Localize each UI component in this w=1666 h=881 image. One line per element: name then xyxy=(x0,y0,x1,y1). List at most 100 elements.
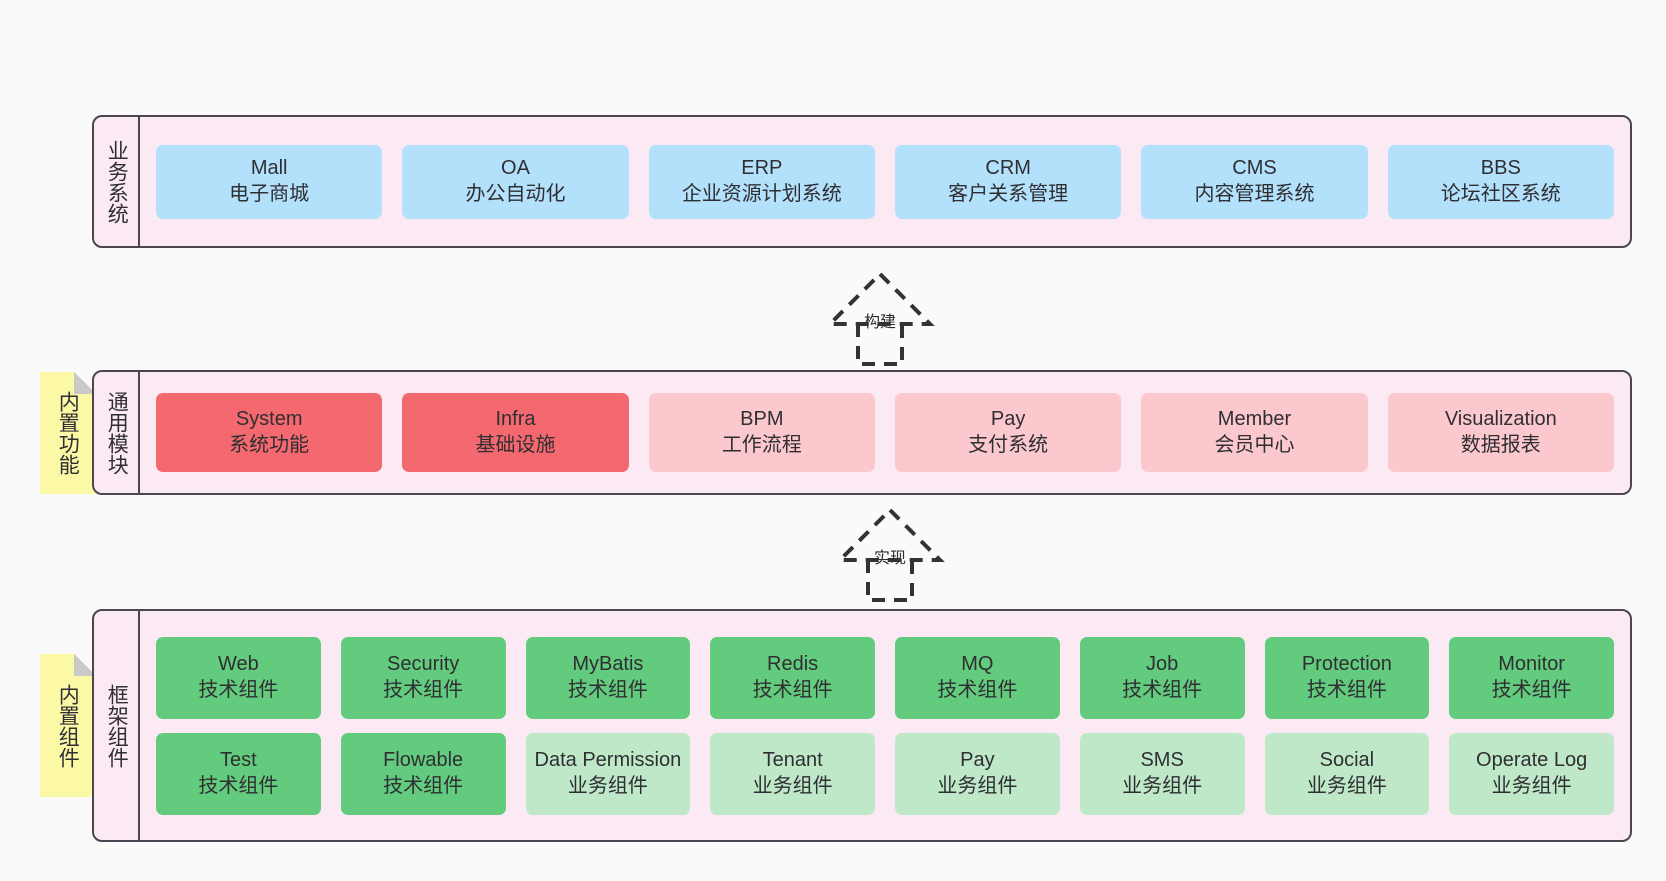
node-subtitle: 工作流程 xyxy=(721,433,802,456)
node-title: Member xyxy=(1217,408,1292,431)
node-sms[interactable]: SMS 业务组件 xyxy=(1079,732,1245,815)
node-mybatis[interactable]: MyBatis 技术组件 xyxy=(525,636,691,719)
node-title: MyBatis xyxy=(572,653,644,676)
node-mq[interactable]: MQ 技术组件 xyxy=(895,636,1060,719)
node-title: BBS xyxy=(1480,157,1521,180)
node-title: Mall xyxy=(250,157,288,180)
node-erp[interactable]: ERP 企业资源计划系统 xyxy=(648,144,875,219)
sticky-note-builtin-component: 内置组件 xyxy=(40,654,96,797)
sticky-note-label: 内置组件 xyxy=(56,683,80,768)
layer-title-framework: 框架组件 xyxy=(94,611,140,840)
node-system[interactable]: System 系统功能 xyxy=(156,393,383,472)
node-subtitle: 数据报表 xyxy=(1460,433,1541,456)
node-title: ERP xyxy=(741,157,783,180)
node-subtitle: 基础设施 xyxy=(475,433,556,456)
node-subtitle: 支付系统 xyxy=(968,433,1049,456)
node-subtitle: 技术组件 xyxy=(198,774,279,797)
node-title: Visualization xyxy=(1444,408,1557,431)
node-test[interactable]: Test 技术组件 xyxy=(156,732,321,815)
node-flowable[interactable]: Flowable 技术组件 xyxy=(340,732,506,815)
node-title: Security xyxy=(387,653,460,676)
node-security[interactable]: Security 技术组件 xyxy=(340,636,506,719)
connector-build-arrow: 构建 xyxy=(790,268,970,368)
node-subtitle: 电子商城 xyxy=(229,182,310,205)
node-title: Web xyxy=(217,653,259,676)
connector-build-label: 构建 xyxy=(863,314,896,331)
node-web[interactable]: Web 技术组件 xyxy=(156,636,321,719)
node-subtitle: 技术组件 xyxy=(383,678,464,701)
node-title: Job xyxy=(1146,653,1179,676)
node-title: Test xyxy=(220,749,257,772)
node-title: MQ xyxy=(961,653,994,676)
node-subtitle: 内容管理系统 xyxy=(1194,182,1315,205)
node-member[interactable]: Member 会员中心 xyxy=(1141,393,1368,472)
node-title: Tenant xyxy=(762,749,823,772)
connector-implement-label: 实现 xyxy=(873,550,906,567)
node-title: Social xyxy=(1319,749,1375,772)
node-title: Protection xyxy=(1301,653,1392,676)
node-subtitle: 业务组件 xyxy=(1491,774,1572,797)
node-title: CMS xyxy=(1232,157,1277,180)
layer-row: System 系统功能 Infra 基础设施 BPM 工作流程 Pay 支付系统… xyxy=(156,393,1614,472)
layer-framework-component: 框架组件 Web 技术组件 Security 技术组件 MyBatis 技术组件… xyxy=(92,609,1632,842)
node-title: System xyxy=(235,408,303,431)
node-bpm[interactable]: BPM 工作流程 xyxy=(648,393,875,472)
node-subtitle: 技术组件 xyxy=(752,678,833,701)
node-social[interactable]: Social 业务组件 xyxy=(1264,732,1430,815)
node-subtitle: 业务组件 xyxy=(937,774,1018,797)
node-cms[interactable]: CMS 内容管理系统 xyxy=(1141,144,1368,219)
node-job[interactable]: Job 技术组件 xyxy=(1079,636,1245,719)
node-title: Monitor xyxy=(1498,653,1565,676)
node-mall[interactable]: Mall 电子商城 xyxy=(156,144,383,219)
node-title: Data Permission xyxy=(534,749,682,772)
layer-body-common: System 系统功能 Infra 基础设施 BPM 工作流程 Pay 支付系统… xyxy=(140,372,1630,493)
node-pay-component[interactable]: Pay 业务组件 xyxy=(895,732,1060,815)
node-subtitle: 企业资源计划系统 xyxy=(681,182,842,205)
node-subtitle: 技术组件 xyxy=(1306,678,1387,701)
node-infra[interactable]: Infra 基础设施 xyxy=(402,393,629,472)
node-pay[interactable]: Pay 支付系统 xyxy=(894,393,1122,472)
node-subtitle: 论坛社区系统 xyxy=(1440,182,1561,205)
sticky-note-builtin-function: 内置功能 xyxy=(40,372,96,494)
node-data-permission[interactable]: Data Permission 业务组件 xyxy=(525,732,691,815)
layer-business-system: 业务系统 Mall 电子商城 OA 办公自动化 ERP 企业资源计划系统 CRM… xyxy=(92,115,1632,248)
node-crm[interactable]: CRM 客户关系管理 xyxy=(894,144,1122,219)
node-subtitle: 业务组件 xyxy=(1306,774,1387,797)
node-subtitle: 技术组件 xyxy=(1122,678,1203,701)
layer-row: Web 技术组件 Security 技术组件 MyBatis 技术组件 Redi… xyxy=(156,636,1614,719)
node-tenant[interactable]: Tenant 业务组件 xyxy=(710,732,875,815)
node-subtitle: 会员中心 xyxy=(1214,433,1295,456)
layer-row: Test 技术组件 Flowable 技术组件 Data Permission … xyxy=(156,732,1614,815)
connector-implement-arrow: 实现 xyxy=(800,504,980,604)
layer-body-business: Mall 电子商城 OA 办公自动化 ERP 企业资源计划系统 CRM 客户关系… xyxy=(140,117,1630,246)
node-title: Pay xyxy=(990,408,1026,431)
layer-title-common: 通用模块 xyxy=(94,372,140,493)
node-subtitle: 系统功能 xyxy=(229,433,310,456)
node-visualization[interactable]: Visualization 数据报表 xyxy=(1387,393,1614,472)
layer-body-framework: Web 技术组件 Security 技术组件 MyBatis 技术组件 Redi… xyxy=(140,611,1630,840)
node-bbs[interactable]: BBS 论坛社区系统 xyxy=(1387,144,1614,219)
node-protection[interactable]: Protection 技术组件 xyxy=(1264,636,1430,719)
node-subtitle: 业务组件 xyxy=(567,774,648,797)
node-title: BPM xyxy=(740,408,784,431)
node-title: Pay xyxy=(960,749,995,772)
node-oa[interactable]: OA 办公自动化 xyxy=(402,144,629,219)
node-title: CRM xyxy=(985,157,1031,180)
node-subtitle: 技术组件 xyxy=(937,678,1018,701)
node-subtitle: 技术组件 xyxy=(1491,678,1572,701)
node-subtitle: 办公自动化 xyxy=(465,182,566,205)
sticky-note-label: 内置功能 xyxy=(56,391,80,475)
node-title: Operate Log xyxy=(1476,749,1588,772)
node-redis[interactable]: Redis 技术组件 xyxy=(710,636,875,719)
node-monitor[interactable]: Monitor 技术组件 xyxy=(1449,636,1614,719)
layer-common-module: 通用模块 System 系统功能 Infra 基础设施 BPM 工作流程 Pay… xyxy=(92,370,1632,495)
node-operate-log[interactable]: Operate Log 业务组件 xyxy=(1449,732,1614,815)
node-subtitle: 技术组件 xyxy=(383,774,464,797)
node-subtitle: 技术组件 xyxy=(567,678,648,701)
node-subtitle: 业务组件 xyxy=(1122,774,1203,797)
node-subtitle: 业务组件 xyxy=(752,774,833,797)
layer-row: Mall 电子商城 OA 办公自动化 ERP 企业资源计划系统 CRM 客户关系… xyxy=(156,144,1614,219)
node-title: OA xyxy=(501,157,530,180)
node-title: SMS xyxy=(1140,749,1184,772)
